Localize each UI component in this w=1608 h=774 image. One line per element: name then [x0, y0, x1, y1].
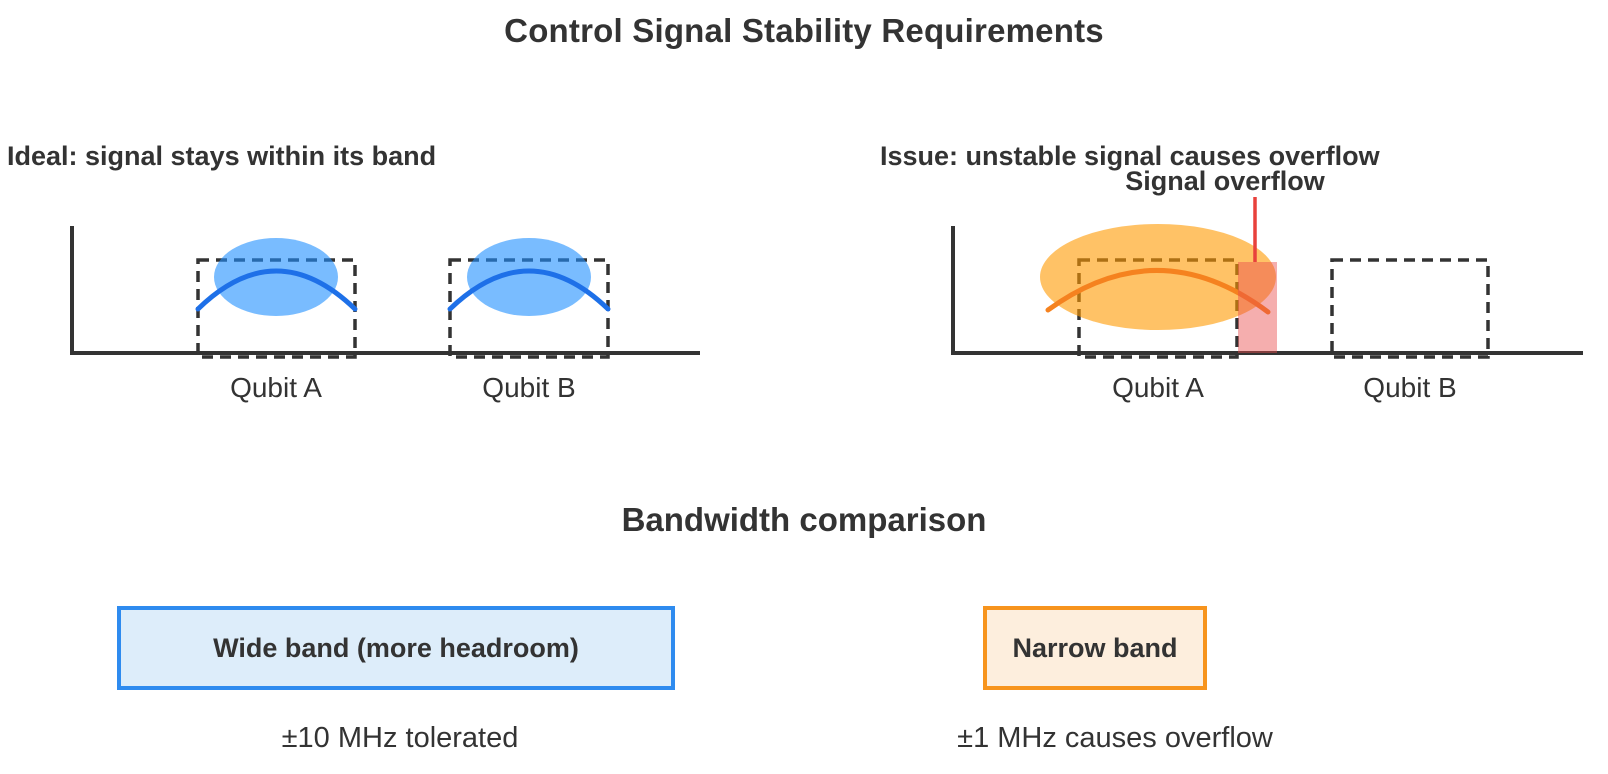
stable-signal-ellipse-b [467, 238, 591, 316]
stable-signal-ellipse-a [214, 238, 338, 316]
wide-band-label: Wide band (more headroom) [213, 632, 579, 663]
ideal-axis [70, 226, 700, 355]
stable-signal-curve-a [195, 268, 358, 312]
narrow-band-box: Narrow band [983, 606, 1207, 690]
ideal-qubit-b-label: Qubit B [482, 372, 576, 403]
issue-qubit-b-label: Qubit B [1363, 372, 1457, 403]
issue-panel-header: Issue: unstable signal causes overflow [880, 141, 1380, 171]
issue-qubit-a-label: Qubit A [1112, 372, 1204, 403]
stable-signal-curve-b [447, 268, 611, 312]
wide-band-box: Wide band (more headroom) [117, 606, 675, 690]
page-title: Control Signal Stability Requirements [504, 12, 1104, 49]
unstable-signal-ellipse [1040, 224, 1276, 330]
ideal-panel-header: Ideal: signal stays within its band [7, 141, 437, 171]
ideal-qubit-a-label: Qubit A [230, 372, 322, 403]
narrow-band-caption: ±1 MHz causes overflow [957, 722, 1273, 754]
bandwidth-comparison-heading: Bandwidth comparison [621, 501, 987, 538]
unstable-signal-curve [1045, 268, 1271, 315]
wide-band-caption: ±10 MHz tolerated [281, 722, 519, 754]
narrow-band-label: Narrow band [1012, 632, 1178, 663]
issue-qubit-b-band-box [1330, 258, 1490, 359]
signal-overflow-annotation: Signal overflow [1125, 166, 1325, 196]
issue-axis [951, 226, 1583, 355]
overflow-region [1238, 262, 1277, 353]
